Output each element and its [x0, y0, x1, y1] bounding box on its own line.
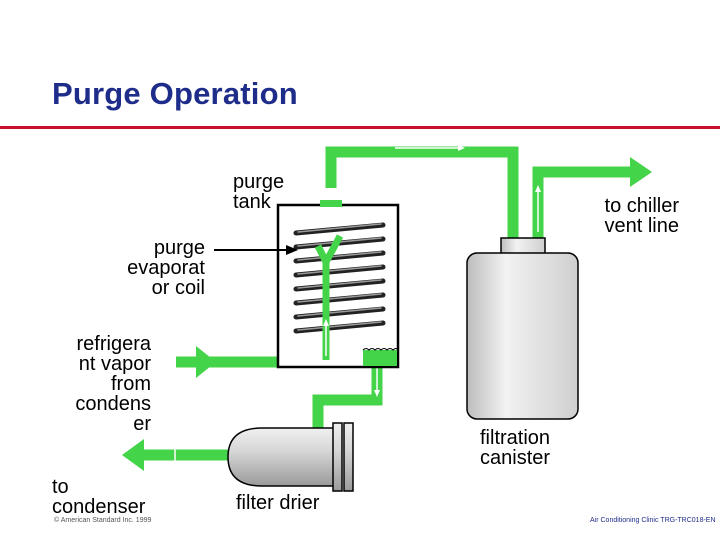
copyright-footer: © American Standard Inc. 1999 — [54, 517, 152, 524]
riser-outlet — [320, 200, 342, 207]
riser-flow-arrow-head — [323, 319, 329, 326]
condenser-return-arrow — [122, 439, 144, 471]
page-title: Purge Operation — [52, 76, 298, 111]
vent-pipe — [325, 146, 519, 238]
to-condenser-label: to condenser — [52, 476, 146, 518]
filter-drier-band-1 — [332, 422, 343, 492]
purge-tank-label: purge tank — [233, 171, 285, 213]
refrigerant-vapor-label: refrigera nt vapor from condens er — [75, 333, 151, 435]
course-footer: Air Conditioning Clinic TRG-TRC018-EN — [590, 517, 716, 524]
filter-drier-band-2 — [343, 422, 354, 492]
tank-liquid — [363, 350, 397, 366]
drain-pipe — [312, 360, 383, 432]
vent-flow-arrow-head — [458, 145, 465, 151]
coil-pointer-head — [286, 245, 298, 255]
filtration-canister — [466, 252, 579, 420]
filter-drier-body — [227, 427, 337, 487]
chiller-vent-arrow — [630, 157, 652, 187]
title-divider — [0, 126, 720, 129]
filtration-canister-label: filtration canister — [480, 427, 551, 469]
canister-cap — [500, 237, 546, 255]
vapor-inlet-arrow — [196, 346, 216, 378]
drain-flow-arrow-head — [374, 390, 380, 397]
to-chiller-vent-label: to chiller vent line — [604, 195, 680, 237]
filter-drier-label: filter drier — [236, 492, 320, 514]
chiller-flow-arrow-head — [535, 185, 541, 192]
liquid-surface — [362, 348, 399, 351]
purge-coil-label: purge evaporat or coil — [127, 237, 205, 299]
